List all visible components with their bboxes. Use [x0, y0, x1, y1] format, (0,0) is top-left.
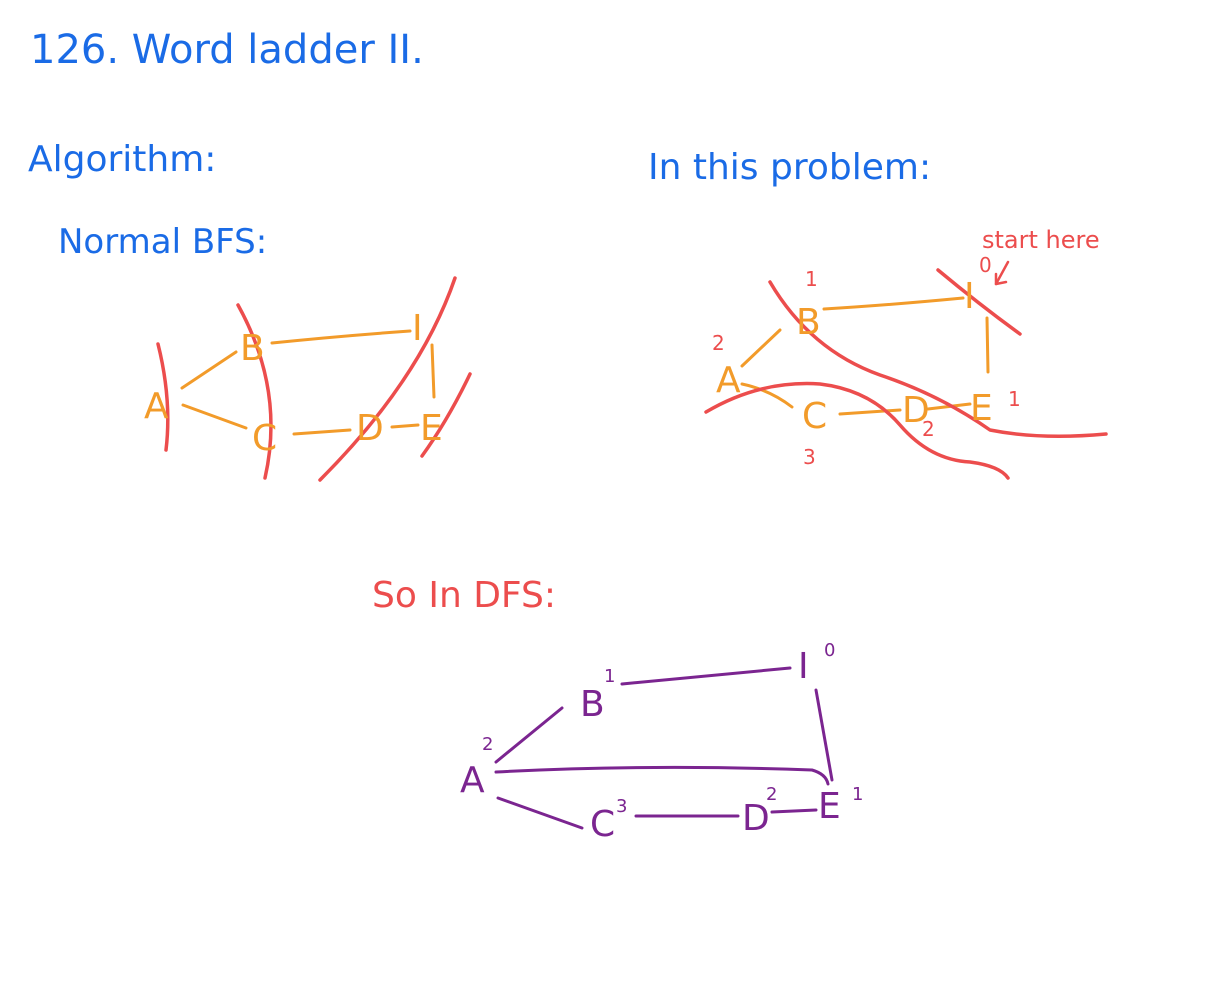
dfs-node-a: A	[460, 760, 485, 801]
edge-a-b	[740, 328, 782, 368]
edge-c-d	[838, 408, 902, 416]
bfs-node-c: C	[252, 418, 277, 459]
edge-d-e	[390, 423, 420, 429]
dfs-level-b: 1	[604, 666, 615, 687]
dfs-node-c: C	[590, 804, 615, 845]
edge-d-e	[926, 402, 972, 411]
problem-node-d: D	[902, 390, 930, 431]
level-line-2	[704, 381, 1010, 480]
edge-a-e	[494, 765, 830, 786]
level-line-0	[936, 268, 1022, 336]
bfs-node-i: I	[412, 308, 423, 349]
bfs-level-line-1	[236, 303, 273, 480]
bfs-node-b: B	[240, 328, 265, 369]
bfs-level-line-2	[318, 276, 457, 482]
problem-heading: In this problem:	[648, 147, 932, 188]
level-c: 3	[803, 445, 816, 469]
bfs-level-line-3	[420, 372, 472, 458]
dfs-node-d: D	[742, 798, 770, 839]
edge-c-d	[292, 428, 352, 436]
edge-a-c	[496, 796, 584, 830]
problem-node-b: B	[796, 302, 821, 343]
problem-node-i: I	[964, 276, 975, 317]
edge-i-e	[814, 688, 834, 782]
level-b: 1	[805, 267, 818, 291]
start-here-note: start here	[982, 226, 1100, 254]
dfs-graph: A B C D E I 2 1 3 2 1 0	[460, 640, 863, 845]
bfs-node-e: E	[420, 408, 443, 449]
problem-node-a: A	[716, 360, 741, 401]
bfs-node-a: A	[144, 386, 169, 427]
start-here-arrowhead	[994, 272, 1008, 286]
edge-a-c	[740, 382, 794, 409]
edge-b-i	[270, 329, 412, 345]
dfs-node-e: E	[818, 786, 841, 827]
dfs-level-d: 2	[766, 784, 777, 805]
level-e: 1	[1008, 387, 1021, 411]
dfs-node-b: B	[580, 684, 605, 725]
dfs-node-i: I	[798, 646, 809, 687]
algorithm-heading: Algorithm:	[28, 139, 217, 180]
edge-a-b	[494, 706, 564, 764]
edge-d-e	[770, 808, 818, 814]
start-here-arrow	[994, 260, 1010, 286]
edge-i-e	[985, 316, 990, 374]
problem-graph: A B C D E I 1 2 3 2 1 0 start here	[704, 226, 1108, 480]
edge-i-e	[430, 343, 436, 399]
normal-bfs-heading: Normal BFS:	[58, 222, 268, 262]
edge-b-i	[822, 296, 965, 311]
level-i: 0	[979, 253, 992, 277]
level-d: 2	[922, 417, 935, 441]
bfs-node-d: D	[356, 408, 384, 449]
dfs-level-e: 1	[852, 784, 863, 805]
edge-a-b	[180, 350, 238, 390]
page-title: 126. Word ladder II.	[30, 27, 424, 73]
bfs-graph: A B C D E I	[144, 276, 472, 482]
bfs-level-line-0	[156, 342, 170, 452]
level-line-1	[768, 280, 1108, 438]
level-a: 2	[712, 331, 725, 355]
dfs-level-c: 3	[616, 796, 627, 817]
dfs-level-i: 0	[824, 640, 835, 661]
dfs-heading: So In DFS:	[372, 575, 556, 616]
problem-node-c: C	[802, 396, 827, 437]
problem-node-e: E	[970, 388, 993, 429]
dfs-level-a: 2	[482, 734, 493, 755]
edge-a-c	[181, 403, 248, 430]
edge-b-i	[620, 666, 792, 686]
